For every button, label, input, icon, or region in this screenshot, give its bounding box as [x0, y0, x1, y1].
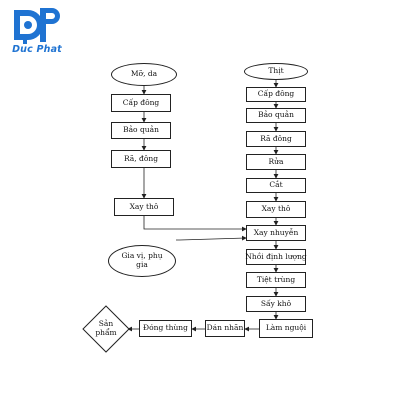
right-step-10: Sấy khô — [246, 296, 306, 312]
right-step-8: Nhồi định lượng — [245, 249, 307, 265]
right-step-1: Cấp đông — [246, 87, 306, 102]
right-step-2: Bảo quản — [246, 108, 306, 123]
product-diamond-shape — [82, 305, 130, 353]
logo-gear-icon — [14, 8, 60, 44]
end-product-label: Sản phẩm — [95, 319, 117, 337]
right-step-6: Xay thô — [246, 201, 306, 218]
bottom-step-boxing: Đóng thùng — [139, 320, 192, 337]
left-step-1: Cấp đông — [111, 94, 171, 112]
right-step-7: Xay nhuyễn — [246, 225, 306, 241]
arrow-additive-to-grind — [176, 235, 247, 241]
start-meat: Thịt — [244, 63, 308, 80]
logo-text: Duc Phat — [12, 44, 62, 55]
right-step-3: Rã đông — [246, 131, 306, 147]
start-fat-skin: Mỡ, da — [111, 63, 177, 86]
additive-seasoning: Gia vị, phụ gia — [108, 245, 176, 277]
left-step-4: Xay thô — [114, 198, 174, 216]
right-step-11: Làm nguội — [259, 319, 313, 338]
right-step-4: Rửa — [246, 154, 306, 170]
arrow-left-to-grind — [143, 216, 247, 232]
bottom-step-labeling: Dán nhãn — [205, 320, 245, 337]
right-step-5: Cắt — [246, 178, 306, 193]
left-step-3: Rã, đông — [111, 150, 171, 168]
right-step-9: Tiệt trùng — [246, 272, 306, 288]
duc-phat-logo: Duc Phat — [4, 6, 68, 58]
left-step-2: Bảo quản — [111, 122, 171, 139]
